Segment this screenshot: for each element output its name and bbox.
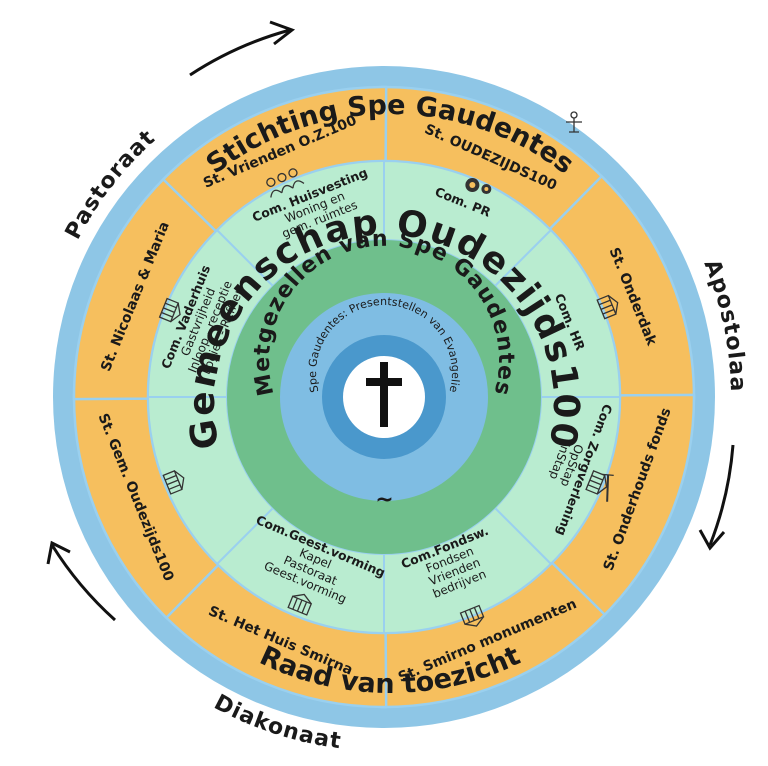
arrow-right-icon xyxy=(708,444,735,546)
arrowhead-top-icon xyxy=(269,20,296,46)
cycle-arrows xyxy=(46,20,735,622)
gears-icon xyxy=(465,178,492,195)
arrow-left-icon xyxy=(50,544,117,622)
arrowhead-left-icon xyxy=(46,540,71,565)
commissie-ring xyxy=(146,159,622,635)
building-icon xyxy=(158,297,181,323)
tilde-mark: ~ xyxy=(375,487,394,512)
building-icon xyxy=(585,470,608,495)
arrow-top-icon xyxy=(189,28,291,77)
building-icon xyxy=(596,294,619,320)
cross-icon xyxy=(366,362,402,427)
arrowhead-right-icon xyxy=(698,529,726,551)
pilgrim-icon xyxy=(566,111,582,133)
building-icon xyxy=(162,470,185,495)
tools-icon xyxy=(602,473,614,502)
building-icon xyxy=(287,593,313,616)
stichting-ring xyxy=(72,85,696,709)
people-icon xyxy=(266,168,305,198)
building-icon xyxy=(459,604,485,627)
